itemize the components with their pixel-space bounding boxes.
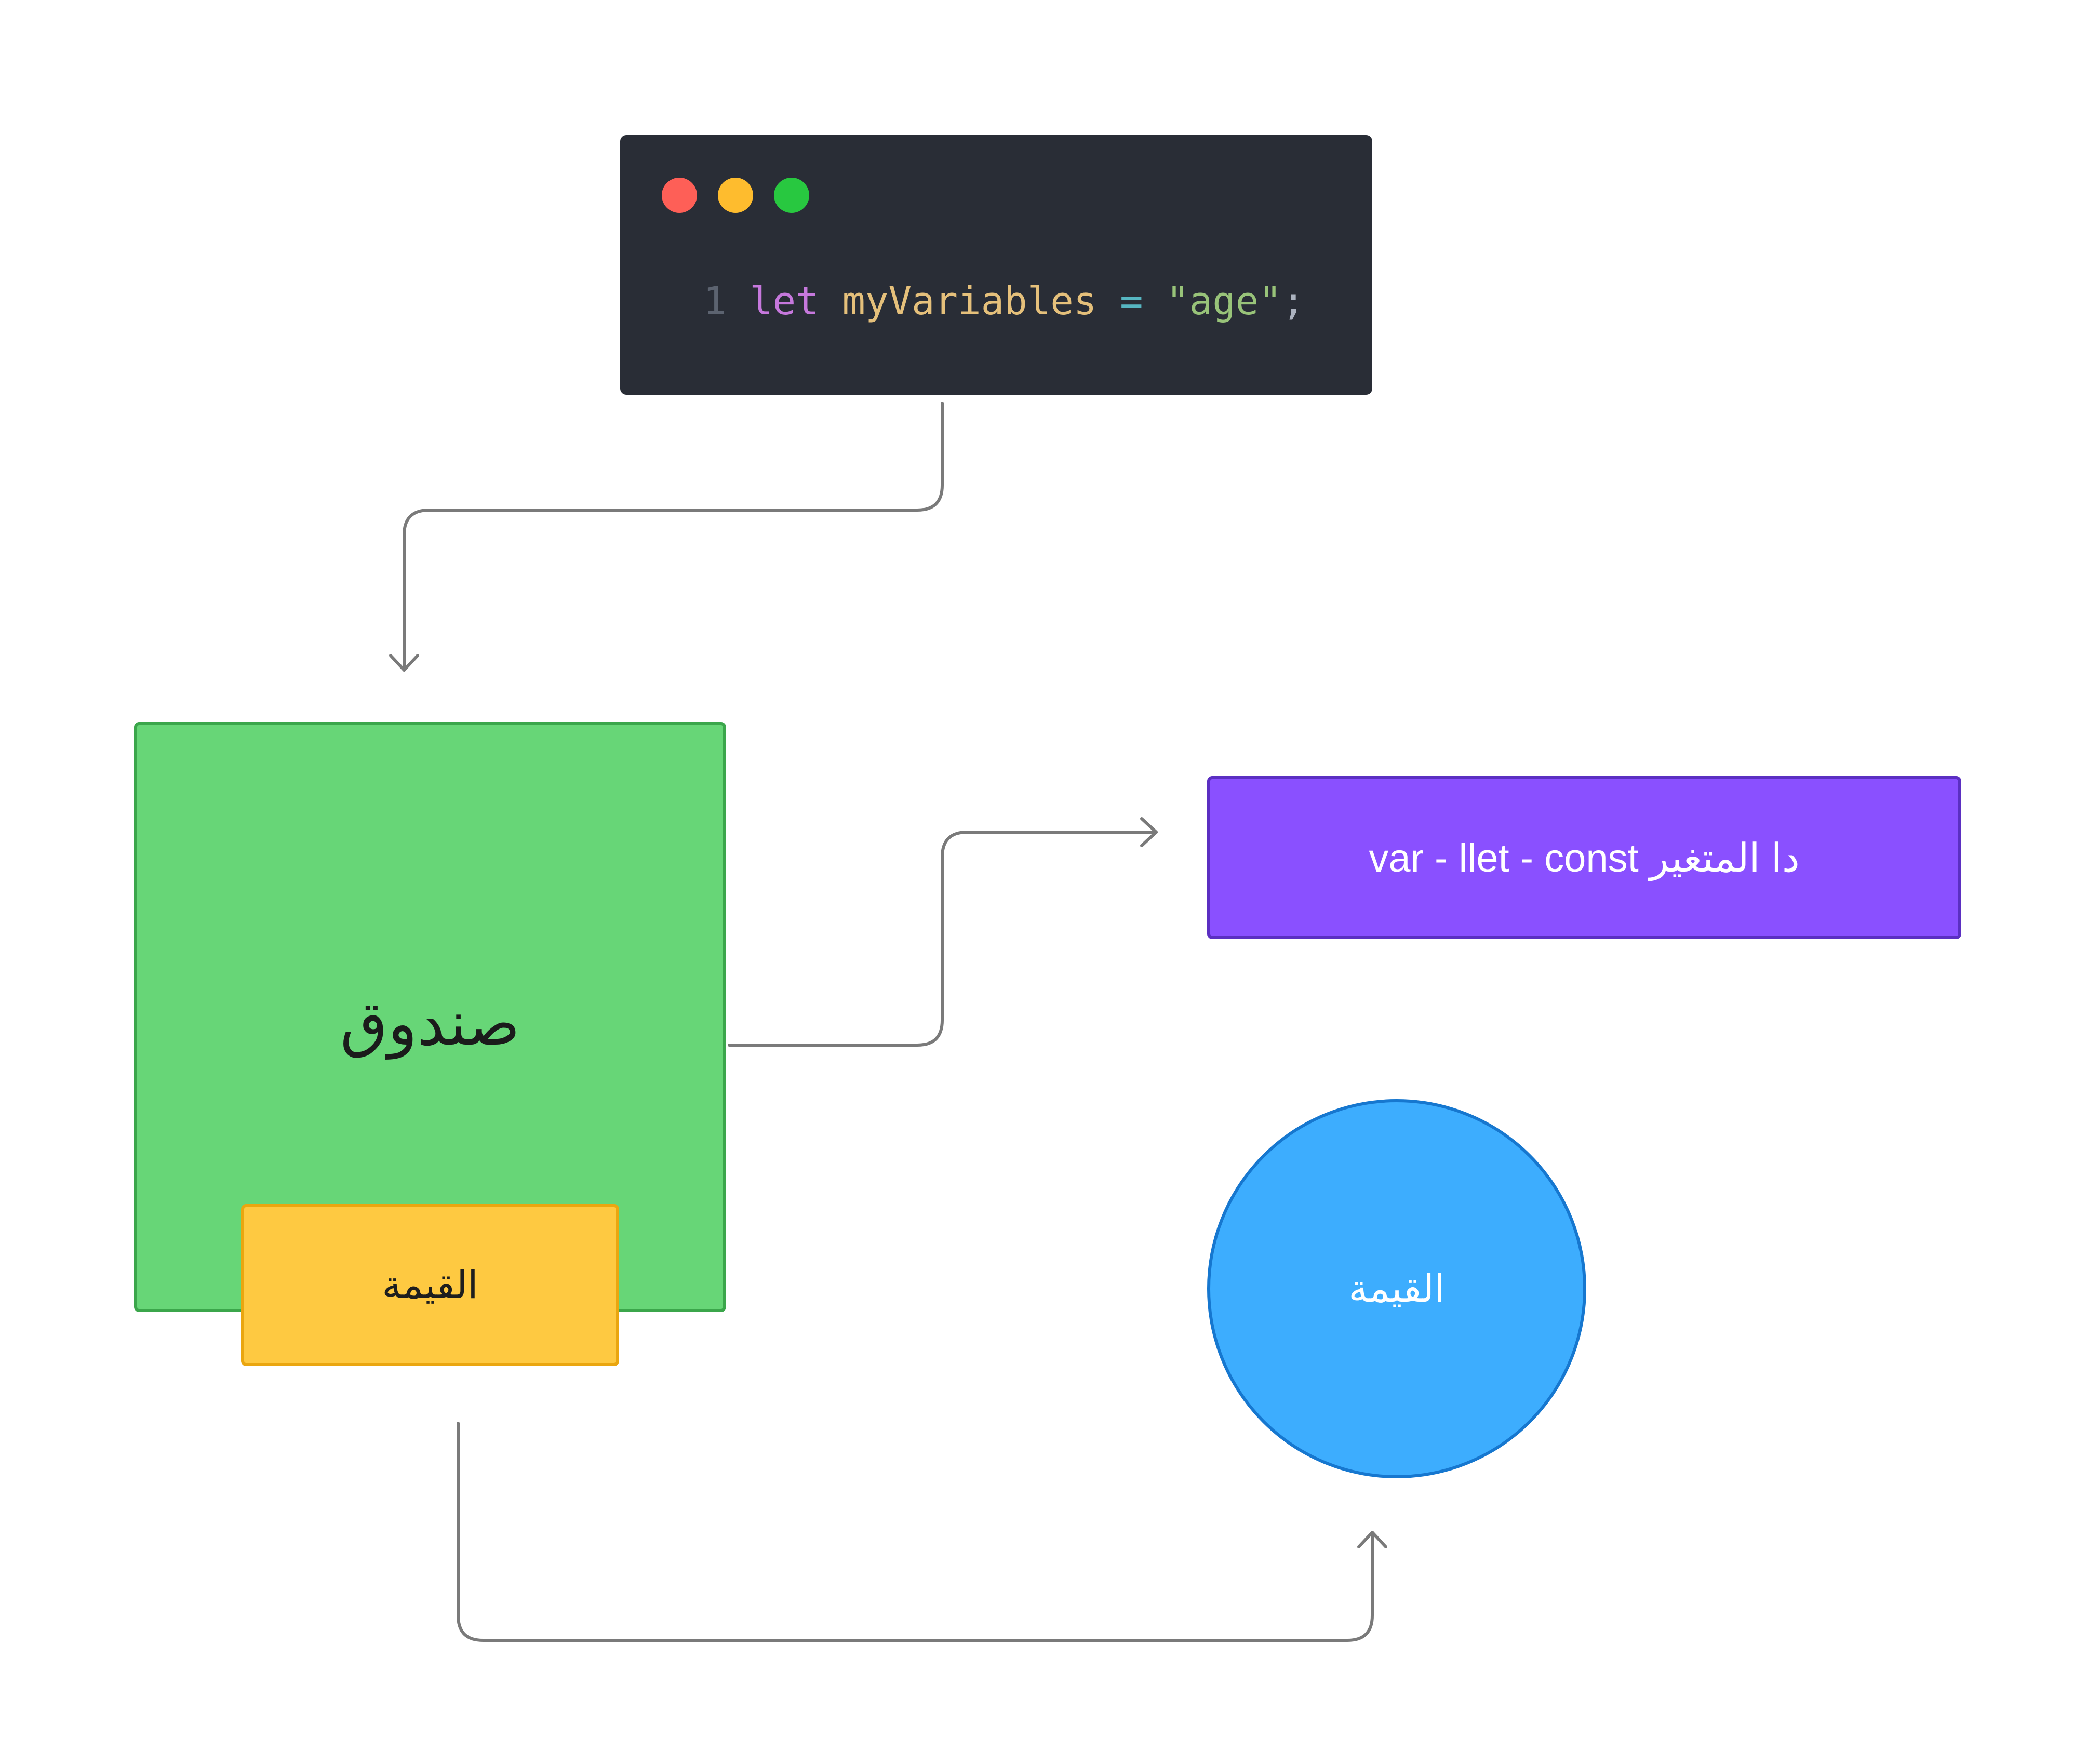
value-circle-node: القيمة <box>1207 1099 1586 1478</box>
arrowhead-code-to-box <box>389 654 419 672</box>
connector-code-to-box <box>403 402 944 672</box>
code-identifier: myVariables <box>842 279 1097 324</box>
line-number: 1 <box>703 279 727 324</box>
arrowhead-value-to-circle <box>1357 1531 1387 1548</box>
minimize-dot-icon <box>718 178 753 213</box>
value-label: القيمة <box>382 1263 478 1307</box>
connector-box-to-variable <box>728 831 1158 1047</box>
code-line: 1 let myVariables = "age"; <box>703 275 1305 327</box>
code-terminator: ; <box>1281 279 1305 324</box>
variable-node: دا المتغير var - llet - const <box>1207 776 1961 939</box>
code-keyword: let <box>750 279 819 324</box>
code-string: "age" <box>1166 279 1282 324</box>
value-node: القيمة <box>241 1204 619 1366</box>
close-dot-icon <box>662 178 697 213</box>
arrowhead-box-to-variable <box>1140 817 1158 847</box>
variable-label: دا المتغير var - llet - const <box>1369 836 1800 880</box>
box-label: صندوق <box>340 987 520 1059</box>
maximize-dot-icon <box>774 178 809 213</box>
code-operator: = <box>1119 279 1143 324</box>
code-window: 1 let myVariables = "age"; <box>620 135 1372 395</box>
value-circle-label: القيمة <box>1348 1266 1445 1311</box>
connector-value-to-circle <box>457 1422 1374 1642</box>
